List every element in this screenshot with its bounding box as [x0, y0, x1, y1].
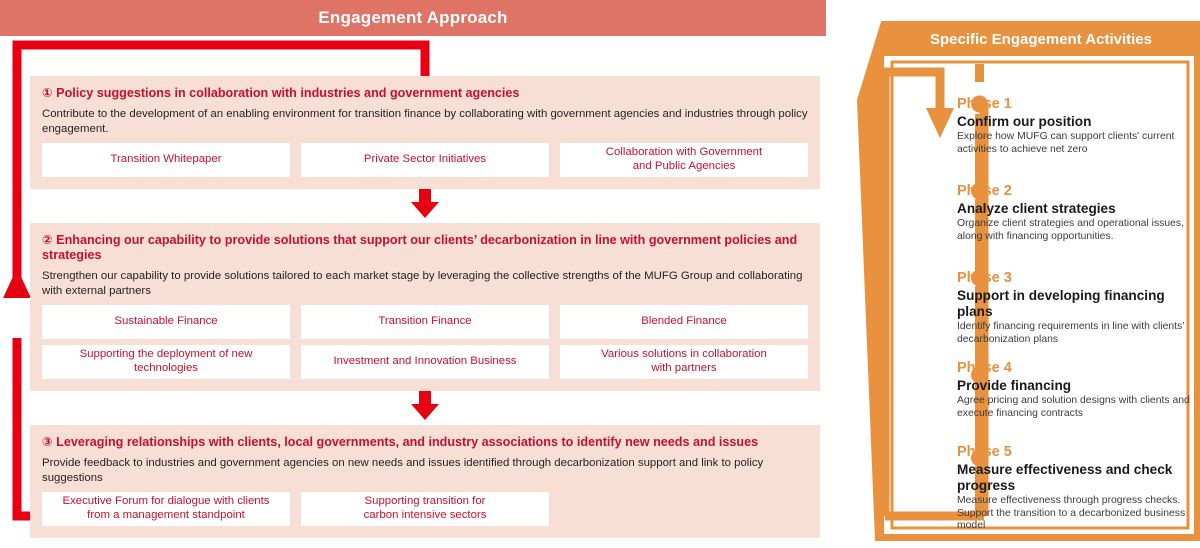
phase-2-description: Organize client strategies and operation…: [957, 218, 1184, 242]
section-3-heading-text: Leveraging relationships with clients, l…: [56, 435, 759, 449]
phase-4-label: Phase 4: [957, 360, 1012, 376]
section-3-heading: ③ Leveraging relationships with clients,…: [42, 435, 808, 450]
section-2-heading: ② Enhancing our capability to provide so…: [42, 233, 808, 263]
down-arrow-2-icon: [411, 391, 439, 420]
section-3-chip-row: Executive Forum for dialogue with client…: [42, 492, 808, 526]
right-panel-title: Specific Engagement Activities: [929, 30, 1152, 48]
phase-timeline-rail: [880, 64, 989, 521]
phase-4-description: Agree pricing and solution designs with …: [957, 395, 1190, 419]
phase-2-title: Analyze client strategies: [957, 201, 1116, 216]
chip-sustainable-finance[interactable]: Sustainable Finance: [42, 305, 290, 339]
section-enhancing-capability: ② Enhancing our capability to provide so…: [30, 223, 820, 391]
chip-spacer: [560, 492, 808, 526]
phase-4-title: Provide financing: [957, 378, 1072, 393]
phase-item-3[interactable]: Phase 3 Support in developing financing …: [957, 270, 1195, 346]
phase-item-4[interactable]: Phase 4 Provide financing Agree pricing …: [957, 360, 1200, 420]
right-panel-frame: [856, 21, 1200, 541]
phase-1-title: Confirm our position: [957, 114, 1092, 129]
phase-item-2[interactable]: Phase 2 Analyze client strategies Organi…: [957, 183, 1195, 243]
phase-3-label: Phase 3: [957, 270, 1012, 286]
section-3-description: Provide feedback to industries and gover…: [42, 457, 764, 484]
chip-transition-whitepaper[interactable]: Transition Whitepaper: [42, 143, 290, 177]
chip-blended-finance[interactable]: Blended Finance: [560, 305, 808, 339]
section-policy-suggestions: ① Policy suggestions in collaboration wi…: [30, 76, 820, 189]
engagement-approach-panel: Engagement Approach ① Policy suggestions…: [0, 0, 826, 538]
section-3-number: ③: [42, 435, 57, 449]
right-panel-title-bar: Specific Engagement Activities: [882, 22, 1200, 56]
arrow-gap-1: [30, 189, 820, 223]
page-title: Engagement Approach: [318, 8, 508, 27]
phase-5-title: Measure effectiveness and check progress: [957, 462, 1173, 493]
section-1-chip-row: Transition Whitepaper Private Sector Ini…: [42, 143, 808, 177]
phase-5-label: Phase 5: [957, 444, 1012, 460]
chip-transition-finance[interactable]: Transition Finance: [301, 305, 549, 339]
phase-2-label: Phase 2: [957, 183, 1012, 199]
panel-title-bar: Engagement Approach: [0, 0, 826, 36]
chip-investment-innovation-business[interactable]: Investment and Innovation Business: [301, 345, 549, 379]
phase-item-1[interactable]: Phase 1 Confirm our position Explore how…: [957, 96, 1195, 156]
chip-executive-forum[interactable]: Executive Forum for dialogue with client…: [42, 492, 290, 526]
specific-engagement-activities-panel: Specific Engagement Activities Phase 1 C…: [836, 0, 1200, 548]
section-1-heading-text: Policy suggestions in collaboration with…: [56, 86, 520, 100]
phase-5-description: Measure effectiveness through progress c…: [957, 495, 1186, 532]
arrow-gap-2: [30, 391, 820, 425]
chip-private-sector-initiatives[interactable]: Private Sector Initiatives: [301, 143, 549, 177]
section-leveraging-relationships: ③ Leveraging relationships with clients,…: [30, 425, 820, 538]
phase-1-label: Phase 1: [957, 96, 1012, 112]
section-1-description: Contribute to the development of an enab…: [42, 108, 808, 135]
section-2-heading-text: Enhancing our capability to provide solu…: [42, 233, 798, 262]
section-2-description: Strengthen our capability to provide sol…: [42, 270, 803, 297]
down-arrow-1-icon: [411, 189, 439, 218]
section-1-heading: ① Policy suggestions in collaboration wi…: [42, 86, 808, 101]
phase-1-description: Explore how MUFG can support clients' cu…: [957, 131, 1175, 155]
section-2-number: ②: [42, 233, 57, 247]
phase-3-description: Identify financing requirements in line …: [957, 321, 1185, 345]
section-2-chip-row-1: Sustainable Finance Transition Finance B…: [42, 305, 808, 339]
section-1-number: ①: [42, 86, 57, 100]
phase-3-title: Support in developing financing plans: [957, 288, 1165, 319]
phase-item-5[interactable]: Phase 5 Measure effectiveness and check …: [957, 444, 1195, 533]
sections-container: ① Policy suggestions in collaboration wi…: [30, 76, 820, 538]
